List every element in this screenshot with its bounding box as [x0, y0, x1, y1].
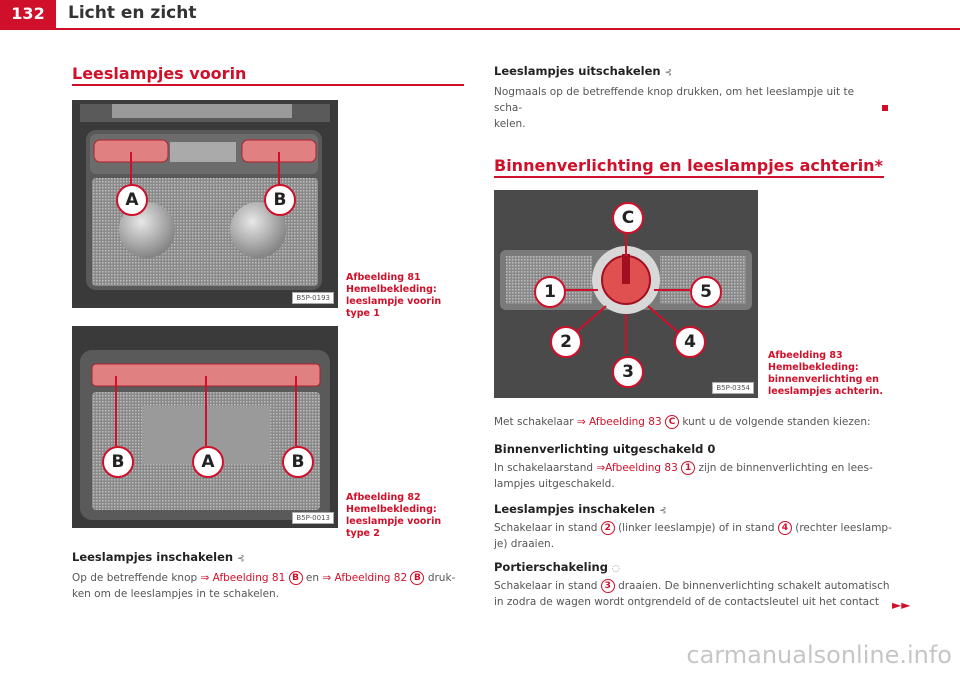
callout-ref-b: B: [410, 571, 425, 585]
callout-b-left: B: [102, 446, 134, 478]
callout-ref-4: 4: [777, 521, 792, 535]
paragraph-intro: Met schakelaar ⇒ Afbeelding 83 C kunt u …: [494, 415, 871, 429]
reading-lamp-icon: ⊰: [659, 506, 667, 516]
figure-83-link[interactable]: ⇒ Afbeelding 83: [576, 416, 662, 428]
callout-b-right: B: [282, 446, 314, 478]
door-light-icon: ◌: [611, 564, 620, 574]
paragraph-door-switch: Schakelaar in stand 3 draaien. De binnen…: [494, 579, 890, 608]
callout-3: 3: [612, 356, 644, 388]
callout-2: 2: [550, 326, 582, 358]
reading-lamp-icon: ⊰: [237, 554, 245, 564]
section-title-front: Leeslampjes voorin: [72, 64, 247, 83]
reading-lamp-icon: ⊰: [664, 68, 673, 78]
figure-code: B5P-0193: [292, 292, 334, 304]
callout-ref-3: 3: [600, 579, 615, 593]
figure-code: B5P-0013: [292, 512, 334, 524]
section-rule: [494, 176, 884, 178]
subheading-rear-lights-on: Leeslampjes inschakelen ⊰: [494, 502, 667, 516]
paragraph-lights-off: Nogmaals op de betreffende knop drukken,…: [494, 86, 855, 130]
callout-a: A: [116, 184, 148, 216]
figure-82-caption: Afbeelding 82 Hemelbekleding: leeslampje…: [346, 492, 442, 539]
figure-83-link[interactable]: ⇒Afbeelding 83: [596, 462, 678, 474]
figure-82-link[interactable]: ⇒ Afbeelding 82: [322, 572, 408, 584]
figure-code: B5P-0354: [712, 382, 754, 394]
figure-81-link[interactable]: ⇒ Afbeelding 81: [200, 572, 286, 584]
section-rule: [72, 84, 464, 86]
callout-ref-2: 2: [600, 521, 615, 535]
callout-c: C: [612, 202, 644, 234]
subheading-lights-on: Leeslampjes inschakelen ⊰: [72, 550, 245, 564]
paragraph-interior-off: In schakelaarstand ⇒Afbeelding 83 1 zijn…: [494, 461, 873, 490]
header-rule: [0, 28, 960, 30]
callout-a: A: [192, 446, 224, 478]
section-title-rear: Binnenverlichting en leeslampjes achteri…: [494, 156, 883, 175]
end-marker-icon: [882, 105, 888, 111]
paragraph-lights-on: Op de betreffende knop ⇒ Afbeelding 81 B…: [72, 571, 456, 600]
subheading-door-switch: Portierschakeling ◌: [494, 560, 620, 574]
page-number: 132: [0, 0, 56, 28]
callout-1: 1: [534, 276, 566, 308]
figure-81-caption: Afbeelding 81 Hemelbekleding: leeslampje…: [346, 272, 442, 319]
paragraph-rear-lights-on: Schakelaar in stand 2 (linker leeslampje…: [494, 521, 892, 550]
figure-81-image: A B B5P-0193: [72, 100, 338, 308]
subheading-interior-off: Binnenverlichting uitgeschakeld 0: [494, 442, 716, 456]
callout-5: 5: [690, 276, 722, 308]
callout-ref-c: C: [665, 415, 680, 429]
overhead-console-type1-illustration: [72, 100, 338, 308]
callout-ref-b: B: [288, 571, 303, 585]
page-header-title: Licht en zicht: [68, 3, 197, 23]
watermark: carmanualsonline.info: [686, 641, 952, 669]
figure-82-image: B A B B5P-0013: [72, 326, 338, 528]
figure-83-image: C 1 5 2 4 3 B5P-0354: [494, 190, 758, 398]
callout-4: 4: [674, 326, 706, 358]
subheading-lights-off: Leeslampjes uitschakelen ⊰: [494, 64, 673, 78]
callout-b: B: [264, 184, 296, 216]
continue-arrow-icon: ►►: [892, 598, 911, 612]
figure-83-caption: Afbeelding 83 Hemelbekleding: binnenverl…: [768, 350, 883, 397]
callout-ref-1: 1: [681, 461, 696, 475]
overhead-console-type2-illustration: [72, 326, 338, 528]
